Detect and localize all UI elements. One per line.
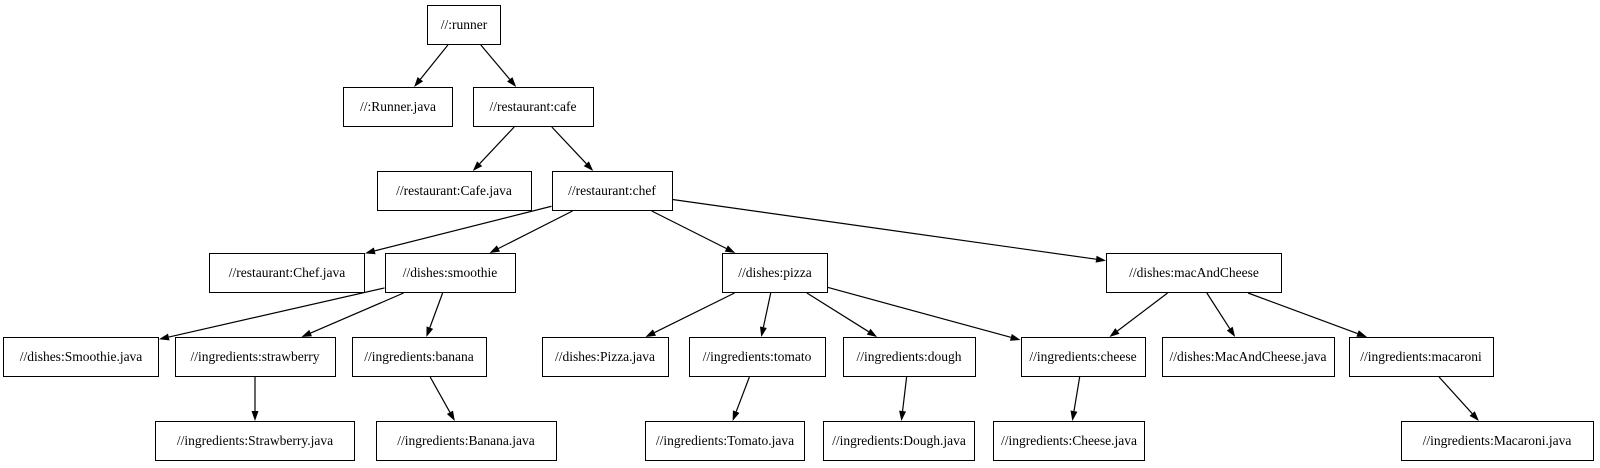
graph-node-tomato_java: //ingredients:Tomato.java [645, 421, 805, 461]
graph-node-tomato: //ingredients:tomato [688, 337, 826, 377]
graph-node-macaroni: //ingredients:macaroni [1348, 337, 1494, 377]
arrowhead-smoothie-to-smoothie_java [159, 333, 170, 341]
graph-node-chef: //restaurant:chef [551, 171, 673, 211]
graph-node-cafe: //restaurant:cafe [472, 87, 594, 127]
graph-node-smoothie: //dishes:smoothie [384, 253, 516, 293]
arrowhead-pizza-to-cheese [1009, 333, 1021, 341]
edge-banana-to-banana_java [429, 376, 451, 413]
edge-pizza-to-dough [806, 292, 869, 333]
edge-pizza-to-pizza_java [654, 292, 735, 334]
arrowhead-macaroni-to-macaroni_java [1469, 411, 1479, 421]
arrowhead-macandcheese-to-macandcheese_java [1226, 326, 1236, 337]
graph-node-chef_java: //restaurant:Chef.java [209, 253, 365, 293]
arrowhead-cheese-to-cheese_java [1070, 410, 1078, 421]
edge-cheese-to-cheese_java [1073, 376, 1081, 412]
edge-runner-to-runner_java [419, 44, 449, 80]
graph-node-pizza: //dishes:pizza [722, 253, 828, 293]
edge-macandcheese-to-macandcheese_java [1206, 292, 1231, 329]
edge-macandcheese-to-macaroni [1247, 292, 1358, 335]
edge-smoothie-to-smoothie_java [168, 287, 385, 338]
graph-node-strawberry_java: //ingredients:Strawberry.java [155, 421, 355, 461]
edge-runner-to-cafe [480, 44, 511, 80]
arrowhead-smoothie-to-strawberry [301, 329, 312, 337]
graph-node-dough: //ingredients:dough [842, 337, 976, 377]
arrowhead-tomato-to-tomato_java [732, 410, 740, 421]
arrowhead-smoothie-to-banana [426, 326, 434, 337]
arrowhead-pizza-to-tomato [759, 326, 767, 337]
edge-macandcheese-to-cheese [1117, 292, 1168, 332]
graph-node-runner: //:runner [427, 5, 501, 45]
graph-node-macandcheese: //dishes:macAndCheese [1106, 253, 1282, 293]
graph-node-cafe_java: //restaurant:Cafe.java [376, 171, 532, 211]
graph-node-smoothie_java: //dishes:Smoothie.java [3, 337, 159, 377]
graph-node-macaroni_java: //ingredients:Macaroni.java [1400, 421, 1594, 461]
graph-node-runner_java: //:Runner.java [343, 87, 453, 127]
graph-node-macandcheese_java: //dishes:MacAndCheese.java [1161, 337, 1335, 377]
arrowhead-chef-to-chef_java [365, 247, 376, 255]
graph-node-banana_java: //ingredients:Banana.java [375, 421, 557, 461]
edge-tomato-to-tomato_java [735, 376, 750, 412]
edge-smoothie-to-banana [429, 292, 444, 328]
arrowhead-macandcheese-to-cheese [1109, 328, 1120, 337]
arrowhead-pizza-to-pizza_java [645, 329, 656, 337]
arrowhead-dough-to-dough_java [899, 410, 907, 421]
edge-cafe-to-cafe_java [479, 126, 515, 165]
graph-node-banana: //ingredients:banana [351, 337, 487, 377]
edge-cafe-to-chef [551, 126, 587, 165]
arrowhead-strawberry-to-strawberry_java [251, 411, 259, 421]
edge-chef-to-chef_java [374, 205, 552, 252]
edge-dough-to-dough_java [901, 376, 908, 412]
edge-pizza-to-tomato [762, 292, 772, 328]
arrowhead-banana-to-banana_java [446, 410, 455, 421]
graph-node-pizza_java: //dishes:Pizza.java [541, 337, 669, 377]
arrowhead-chef-to-macandcheese [1095, 255, 1106, 263]
graph-node-cheese_java: //ingredients:Cheese.java [993, 421, 1145, 461]
arrowhead-runner-to-cafe [507, 77, 517, 87]
edge-macaroni-to-macaroni_java [1438, 376, 1473, 414]
edge-chef-to-smoothie [498, 210, 573, 250]
arrowhead-pizza-to-dough [866, 328, 878, 337]
edge-chef-to-macandcheese [672, 198, 1097, 260]
edge-smoothie-to-strawberry [310, 292, 404, 334]
arrowhead-cafe-to-chef [583, 161, 594, 171]
graph-node-dough_java: //ingredients:Dough.java [823, 421, 975, 461]
arrowhead-chef-to-smoothie [489, 245, 501, 253]
edge-pizza-to-cheese [827, 286, 1012, 338]
arrowhead-chef-to-pizza [724, 245, 736, 253]
graph-node-strawberry: //ingredients:strawberry [174, 337, 336, 377]
arrowhead-macandcheese-to-macaroni [1356, 330, 1367, 337]
graph-node-cheese: //ingredients:cheese [1020, 337, 1146, 377]
edge-chef-to-pizza [651, 210, 727, 250]
arrowhead-runner-to-runner_java [414, 77, 424, 87]
arrowhead-cafe-to-cafe_java [472, 161, 483, 171]
